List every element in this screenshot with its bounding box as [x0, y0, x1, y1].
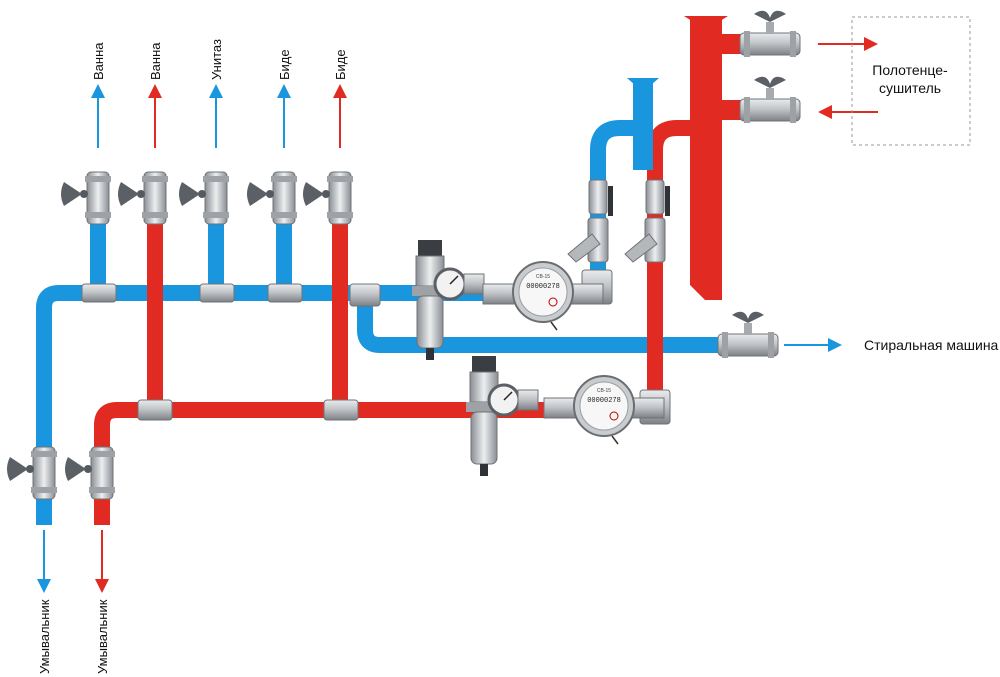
towel-dryer-dashed-frame — [851, 16, 971, 146]
valve-umyvalnik-cold — [7, 446, 57, 500]
tee-cold-3 — [267, 283, 303, 303]
water-meter-cold-reading: 00000278 — [526, 283, 560, 291]
towel-dryer-valve-bottom — [739, 76, 801, 123]
label-bide-cold: Биде — [277, 49, 292, 80]
tee-hot-2 — [323, 399, 359, 421]
bottom-outlet-labels: Умывальник Умывальник — [37, 599, 110, 674]
label-umyvalnik-hot: Умывальник — [95, 599, 110, 674]
label-washing-machine: Стиральная машина — [864, 337, 999, 353]
valve-vanna-cold — [61, 171, 111, 225]
tee-cold-2 — [199, 283, 235, 303]
arrow-umyvalnik-cold — [37, 530, 51, 593]
towel-dryer-box: Полотенце- сушитель — [851, 16, 971, 146]
arrow-umyvalnik-hot — [95, 530, 109, 593]
hot-supply-line — [470, 120, 700, 418]
outlet-valves-top — [61, 171, 353, 225]
arrow-vanna-hot — [148, 84, 162, 148]
arrow-vanna-cold — [91, 84, 105, 148]
arrow-washing-machine — [784, 338, 842, 352]
label-vanna-hot: Ванна — [148, 42, 163, 80]
towel-dryer-valve-top — [739, 10, 801, 57]
towel-dryer-risers — [627, 16, 750, 300]
arrow-unitaz — [209, 84, 223, 148]
arrow-bide-hot — [333, 84, 347, 148]
water-meter-cold: 00000278 СВ-15 — [482, 261, 604, 331]
water-meter-hot-model: СВ-15 — [597, 388, 611, 394]
tee-hot-1 — [137, 399, 173, 421]
arrow-bide-cold — [277, 84, 291, 148]
y-strainers — [567, 179, 670, 263]
tee-cold-1 — [81, 283, 117, 303]
label-unitaz: Унитаз — [209, 39, 224, 80]
hot-riser-bottom-arm — [700, 100, 750, 120]
towel-dryer-valves — [739, 10, 801, 123]
y-strainer-hot — [624, 179, 670, 263]
flow-arrows — [37, 37, 878, 593]
water-meter-hot-reading: 00000278 — [587, 397, 621, 405]
water-meter-hot: 00000278 СВ-15 — [543, 375, 665, 445]
towel-dryer-label-line2: сушитель — [879, 80, 941, 96]
hot-main-header — [94, 402, 470, 525]
cold-riser-cap — [627, 78, 659, 92]
outlet-valves-bottom — [7, 446, 115, 500]
valve-unitaz — [179, 171, 229, 225]
pressure-reducers — [412, 240, 539, 476]
valve-umyvalnik-hot — [65, 446, 115, 500]
top-outlet-labels: Ванна Ванна Унитаз Биде Биде — [91, 39, 348, 80]
hot-riser-block — [690, 18, 722, 300]
arrow-towel-return — [818, 105, 878, 119]
hot-riser-top-arm — [700, 34, 750, 54]
pressure-reducer-hot — [466, 356, 539, 476]
valve-bide-cold — [247, 171, 297, 225]
cold-main-header — [36, 285, 380, 525]
y-strainer-cold — [567, 179, 613, 263]
cold-washing-machine-line — [357, 293, 770, 353]
hot-riser-cap — [684, 16, 728, 30]
water-meter-cold-model: СВ-15 — [536, 274, 550, 280]
label-bide-hot: Биде — [333, 49, 348, 80]
pressure-reducer-cold — [412, 240, 485, 360]
label-umyvalnik-cold: Умывальник — [37, 599, 52, 674]
tee-cold-4 — [349, 283, 381, 307]
washing-machine-shutoff-valve — [717, 311, 779, 358]
arrow-towel-out — [818, 37, 878, 51]
towel-dryer-label-line1: Полотенце- — [872, 62, 948, 78]
cold-riser-stub — [633, 80, 653, 170]
valve-vanna-hot — [118, 171, 168, 225]
washing-machine-valve — [717, 311, 779, 358]
valve-bide-hot — [303, 171, 353, 225]
label-vanna-cold: Ванна — [91, 42, 106, 80]
